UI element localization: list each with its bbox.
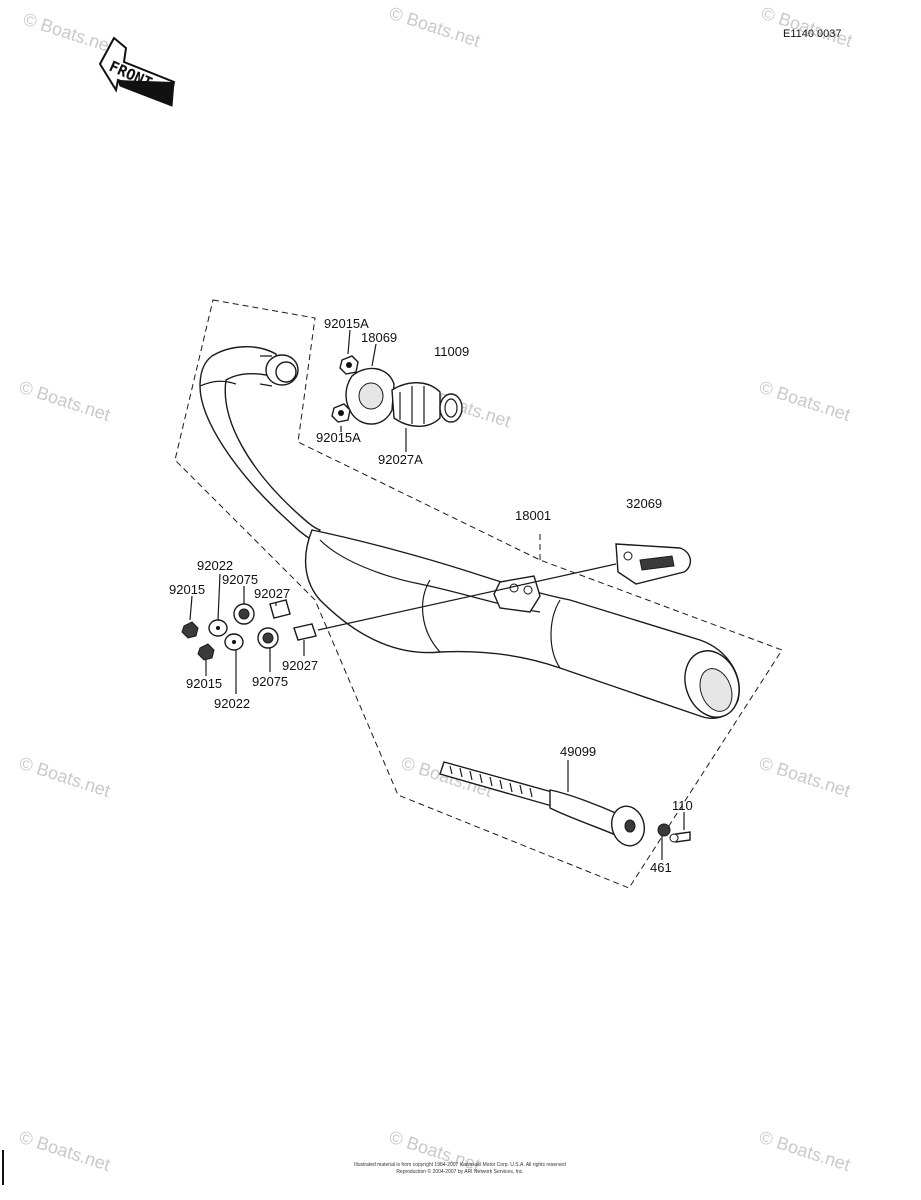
spark-arrester-49099	[439, 761, 691, 847]
label-92027A: 92027A	[378, 452, 423, 467]
label-92027-bottom: 92027	[282, 658, 318, 673]
muffler-assembly-18001	[199, 346, 740, 719]
label-92015-bottom: 92015	[186, 676, 222, 691]
leader-lines	[189, 329, 685, 860]
label-92015A-top: 92015A	[324, 316, 369, 331]
mounting-hardware	[181, 563, 617, 661]
manifold-holder-18069	[345, 367, 463, 427]
label-92075-bottom: 92075	[252, 674, 288, 689]
label-92015A-bottom: 92015A	[316, 430, 361, 445]
watermark: © Boats.net	[759, 3, 855, 51]
front-arrow: FRONT	[98, 36, 176, 107]
watermark: © Boats.net	[757, 377, 853, 425]
nut-92015A-top	[339, 355, 359, 375]
watermark: © Boats.net	[17, 753, 113, 801]
watermark: © Boats.net	[21, 9, 117, 57]
label-92015-top: 92015	[169, 582, 205, 597]
watermark: © Boats.net	[17, 377, 113, 425]
nut-92015A-bottom	[331, 403, 351, 423]
label-461: 461	[650, 860, 672, 875]
watermark: © Boats.net	[757, 1127, 853, 1175]
label-32069: 32069	[626, 496, 662, 511]
copyright-footer: Illustrated material is from copyright 1…	[354, 1162, 566, 1175]
label-110: 110	[672, 798, 693, 813]
part-labels: 92015A 18069 11009 92015A 92027A 32069 1…	[169, 316, 693, 875]
copyright-line-2: Reproduction © 2004-2007 by ARI Network …	[396, 1168, 523, 1175]
watermark: © Boats.net	[17, 1127, 113, 1175]
watermark: © Boats.net	[757, 753, 853, 801]
label-49099: 49099	[560, 744, 596, 759]
label-92027-top: 92027	[254, 586, 290, 601]
assembly-boundary	[174, 299, 783, 889]
label-18001: 18001	[515, 508, 551, 523]
copyright-line-1: Illustrated material is from copyright 1…	[354, 1162, 566, 1168]
label-18069: 18069	[361, 330, 397, 345]
watermark: © Boats.net	[387, 3, 483, 51]
label-92022-bottom: 92022	[214, 696, 250, 711]
diagram-code: E1140 0037	[783, 28, 842, 40]
label-92075-top: 92075	[222, 572, 258, 587]
label-92022-top: 92022	[197, 558, 233, 573]
bracket-32069	[615, 543, 691, 585]
label-11009: 11009	[434, 344, 469, 359]
